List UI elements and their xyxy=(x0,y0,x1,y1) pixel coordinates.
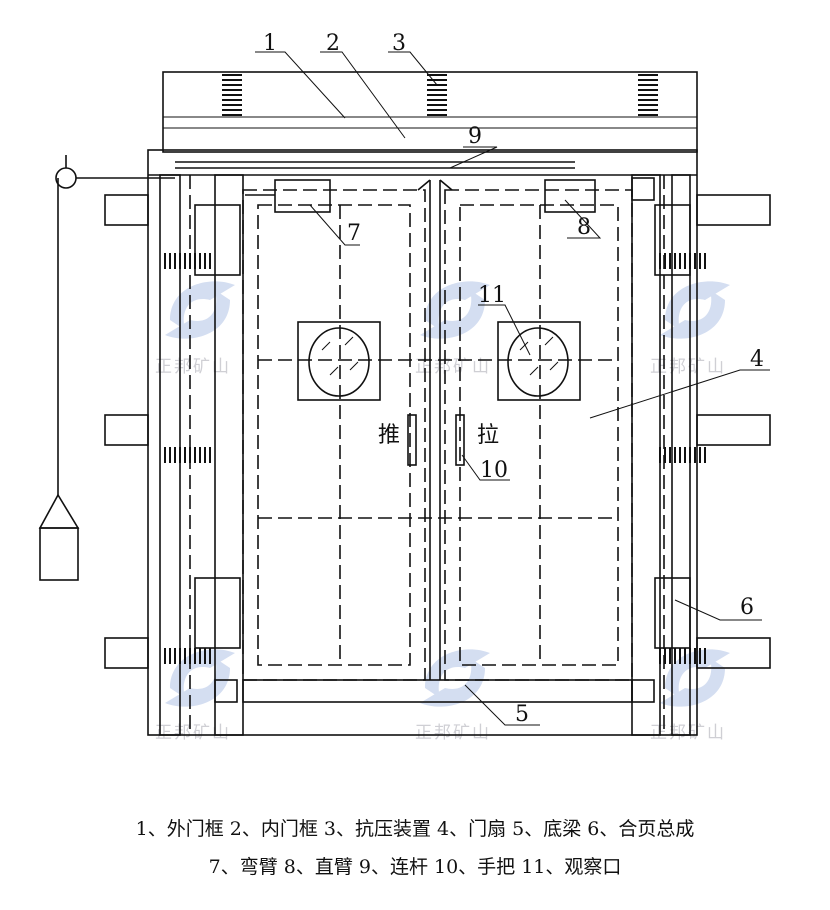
bottom-beam xyxy=(242,679,633,703)
door-leaves xyxy=(242,179,633,681)
pull-label: 拉 xyxy=(477,423,499,448)
counterweight xyxy=(38,155,175,581)
legend-line-2: 7、弯臂 8、直臂 9、连杆 10、手把 11、观察口 xyxy=(208,856,622,878)
watermark-text: 正邦矿山 xyxy=(650,357,726,377)
callout-10: 10 xyxy=(480,458,508,483)
callout-2: 2 xyxy=(326,31,340,56)
push-label: 推 xyxy=(378,423,400,448)
hinge-assemblies xyxy=(194,204,691,649)
callout-1: 1 xyxy=(263,31,277,56)
callout-numbers: 1 2 3 4 5 6 7 8 9 10 11 xyxy=(263,31,764,727)
observation-windows xyxy=(297,321,581,401)
door-diagram: 正邦矿山 正邦矿山 正邦矿山 正邦矿山 正邦矿山 正邦矿山 xyxy=(38,31,771,743)
watermark-text: 正邦矿山 xyxy=(650,723,726,743)
watermark-text: 正邦矿山 xyxy=(155,357,231,377)
watermark-text: 正邦矿山 xyxy=(155,723,231,743)
callout-4: 4 xyxy=(750,347,764,372)
side-springs xyxy=(164,253,706,664)
watermark-text: 正邦矿山 xyxy=(415,723,491,743)
watermark-logos xyxy=(165,281,730,707)
callout-3: 3 xyxy=(392,31,406,56)
callout-11: 11 xyxy=(478,283,506,308)
handles xyxy=(407,414,465,466)
callout-9: 9 xyxy=(468,124,482,149)
legend-line-1: 1、外门框 2、内门框 3、抗压装置 4、门扇 5、底梁 6、合页总成 xyxy=(135,818,695,840)
callout-8: 8 xyxy=(577,215,591,240)
outer-frame-top xyxy=(162,71,698,153)
watermark-texts: 正邦矿山 正邦矿山 正邦矿山 正邦矿山 正邦矿山 正邦矿山 xyxy=(155,357,726,743)
callout-7: 7 xyxy=(347,221,361,246)
callout-6: 6 xyxy=(740,595,754,620)
link-rod-and-arms xyxy=(175,161,596,213)
callout-5: 5 xyxy=(515,702,529,727)
watermark-text: 正邦矿山 xyxy=(415,357,491,377)
pressure-springs xyxy=(222,74,658,116)
leader-lines xyxy=(255,51,770,726)
